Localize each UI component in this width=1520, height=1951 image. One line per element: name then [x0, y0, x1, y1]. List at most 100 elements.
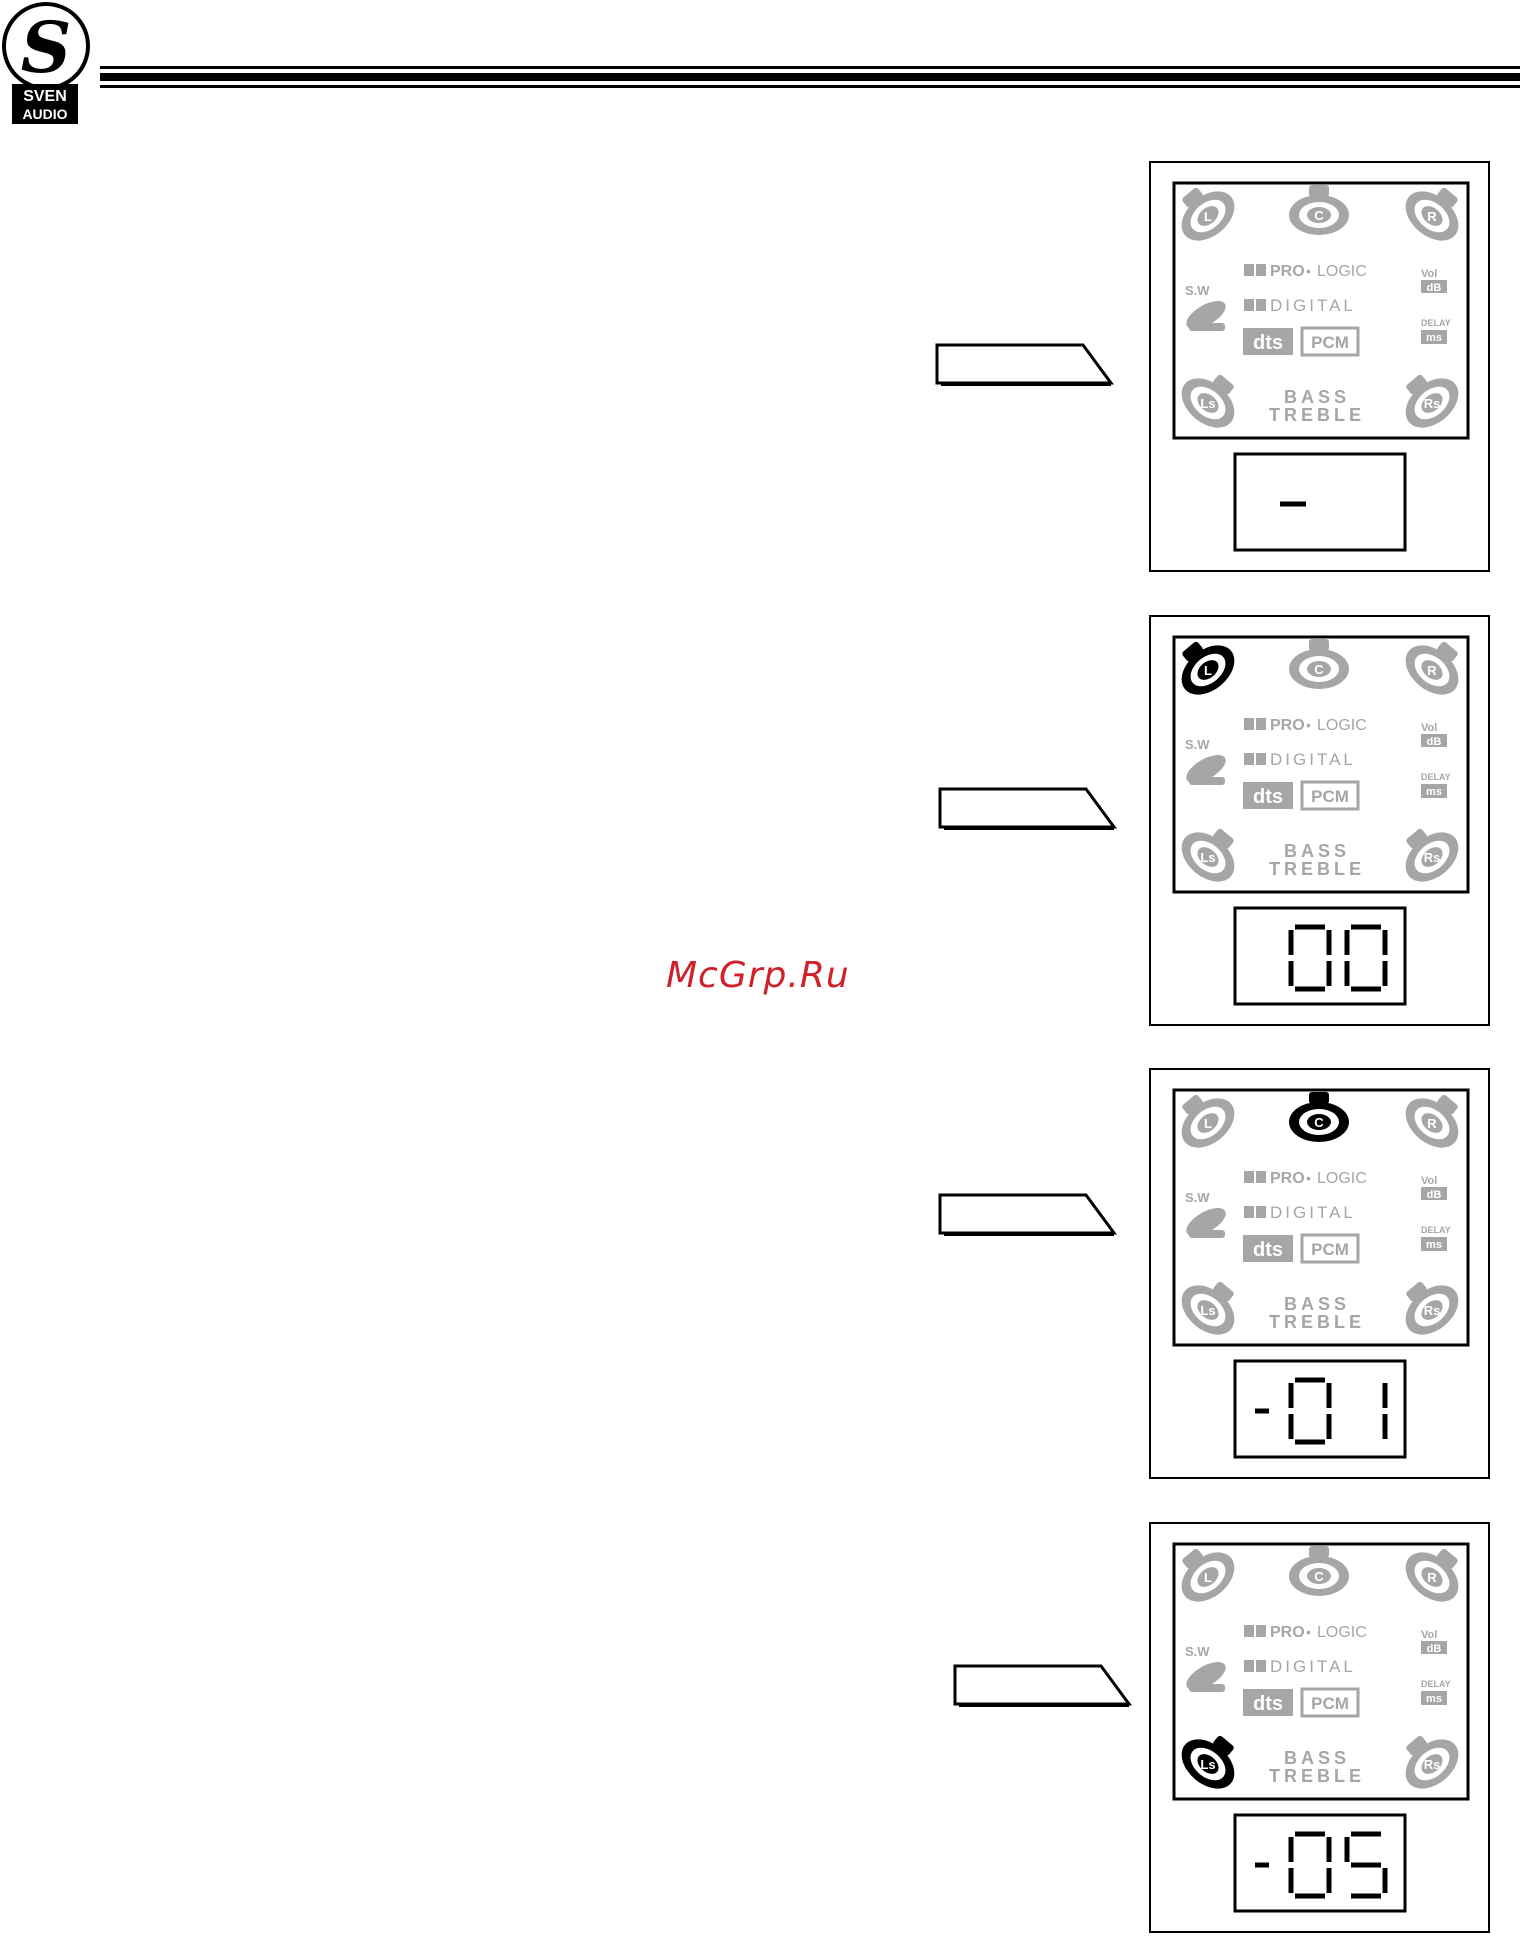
subwoofer-label: S.W	[1185, 737, 1210, 752]
speaker-right-icon-label: R	[1427, 1116, 1437, 1131]
logic-text: LOGIC	[1317, 1624, 1367, 1641]
bass-label: BASS	[1284, 1748, 1350, 1768]
pcm-indicator	[1300, 780, 1360, 811]
speaker-center-icon	[1289, 639, 1349, 689]
delay-label: DELAY	[1421, 318, 1451, 328]
speaker-center-icon	[1289, 185, 1349, 235]
pro-text: PRO	[1270, 717, 1305, 734]
subwoofer-label: S.W	[1185, 283, 1210, 298]
digital-text: DIGITAL	[1270, 1203, 1356, 1222]
speaker-left-icon-label: L	[1204, 663, 1212, 678]
speaker-right-icon	[1405, 1548, 1459, 1602]
vol-label: Vol	[1421, 1629, 1437, 1641]
speaker-right-surround-icon	[1405, 1735, 1459, 1789]
speaker-center-icon-label: C	[1314, 208, 1324, 223]
treble-label: TREBLE	[1269, 405, 1365, 425]
subwoofer-icon	[1186, 1662, 1226, 1692]
speaker-left-surround-icon-label: Ls	[1200, 1757, 1215, 1772]
dolby-digital-indicator	[1244, 1660, 1266, 1672]
speaker-left-surround-icon	[1181, 1281, 1235, 1335]
speaker-left-surround-icon-label: Ls	[1200, 850, 1215, 865]
subwoofer-label: S.W	[1185, 1644, 1210, 1659]
speaker-left-icon-label: L	[1204, 1116, 1212, 1131]
vol-label: Vol	[1421, 1175, 1437, 1187]
pcm-text: PCM	[1311, 333, 1349, 352]
vol-label: Vol	[1421, 722, 1437, 734]
treble-label: TREBLE	[1269, 1312, 1365, 1332]
dolby-digital-indicator	[1244, 1206, 1266, 1218]
pcm-indicator	[1300, 326, 1360, 357]
ms-label: ms	[1426, 786, 1442, 798]
bass-label: BASS	[1284, 387, 1350, 407]
speaker-left-icon	[1181, 1548, 1235, 1602]
pointer-tab-2	[938, 787, 1117, 830]
speaker-left-surround-icon-label: Ls	[1200, 396, 1215, 411]
speaker-right-surround-icon	[1405, 1281, 1459, 1335]
speaker-right-surround-icon-label: Rs	[1424, 1757, 1441, 1772]
speaker-right-icon-label: R	[1427, 663, 1437, 678]
speaker-left-surround-icon	[1181, 1735, 1235, 1789]
pcm-text: PCM	[1311, 1694, 1349, 1713]
readout-digit-2	[1382, 1383, 1388, 1439]
speaker-left-icon	[1181, 187, 1235, 241]
ms-box	[1421, 1237, 1447, 1251]
delay-label: DELAY	[1421, 1679, 1451, 1689]
db-label: dB	[1427, 282, 1442, 294]
dts-indicator	[1243, 328, 1293, 355]
delay-label: DELAY	[1421, 1225, 1451, 1235]
numeric-readout-box	[1233, 452, 1407, 552]
bass-label: BASS	[1284, 1294, 1350, 1314]
dts-text: dts	[1253, 332, 1283, 354]
pro-text: PRO	[1270, 1170, 1305, 1187]
dts-indicator	[1243, 1235, 1293, 1262]
speaker-right-surround-icon-label: Rs	[1424, 396, 1441, 411]
digital-text: DIGITAL	[1270, 750, 1356, 769]
speaker-center-icon	[1289, 1546, 1349, 1596]
speaker-center-icon	[1289, 1092, 1349, 1142]
subwoofer-icon	[1186, 1208, 1226, 1238]
logic-text: LOGIC	[1317, 263, 1367, 280]
dts-indicator	[1243, 782, 1293, 809]
speaker-left-icon	[1181, 1094, 1235, 1148]
db-box	[1421, 734, 1447, 747]
vol-label: Vol	[1421, 268, 1437, 280]
treble-label: TREBLE	[1269, 859, 1365, 879]
pointer-tab-1	[935, 343, 1114, 386]
dts-text: dts	[1253, 786, 1283, 808]
speaker-right-icon-label: R	[1427, 1570, 1437, 1585]
readout-digit-1	[1288, 1377, 1332, 1445]
ms-box	[1421, 330, 1447, 344]
digital-text: DIGITAL	[1270, 296, 1356, 315]
pro-logic-dot: •	[1306, 1170, 1311, 1186]
speaker-left-surround-icon	[1181, 374, 1235, 428]
dolby-digital-indicator	[1244, 299, 1266, 311]
readout-digit-0	[1288, 924, 1332, 992]
dolby-pro-logic-indicator	[1244, 264, 1266, 276]
speaker-center-icon-label: C	[1314, 1569, 1324, 1584]
sven-audio-logo: S SVEN AUDIO	[2, 2, 90, 124]
readout-digit-0	[1255, 1862, 1269, 1868]
pcm-text: PCM	[1311, 787, 1349, 806]
pcm-indicator	[1300, 1687, 1360, 1718]
logic-text: LOGIC	[1317, 717, 1367, 734]
dts-text: dts	[1253, 1693, 1283, 1715]
speaker-left-icon-label: L	[1204, 1570, 1212, 1585]
speaker-center-icon-label: C	[1314, 1115, 1324, 1130]
db-box	[1421, 1187, 1447, 1200]
readout-digit-1	[1344, 924, 1388, 992]
logo-line1: SVEN	[23, 88, 67, 105]
pro-logic-dot: •	[1306, 263, 1311, 279]
db-label: dB	[1427, 1189, 1442, 1201]
watermark-text: McGrp.Ru	[666, 955, 850, 996]
readout-value-text: 00	[1400, 916, 1402, 918]
db-box	[1421, 1641, 1447, 1654]
readout-digit-2	[1344, 1831, 1388, 1899]
ms-label: ms	[1426, 1693, 1442, 1705]
subwoofer-icon	[1186, 301, 1226, 331]
ms-label: ms	[1426, 332, 1442, 344]
speaker-right-surround-icon-label: Rs	[1424, 850, 1441, 865]
speaker-right-surround-icon	[1405, 828, 1459, 882]
